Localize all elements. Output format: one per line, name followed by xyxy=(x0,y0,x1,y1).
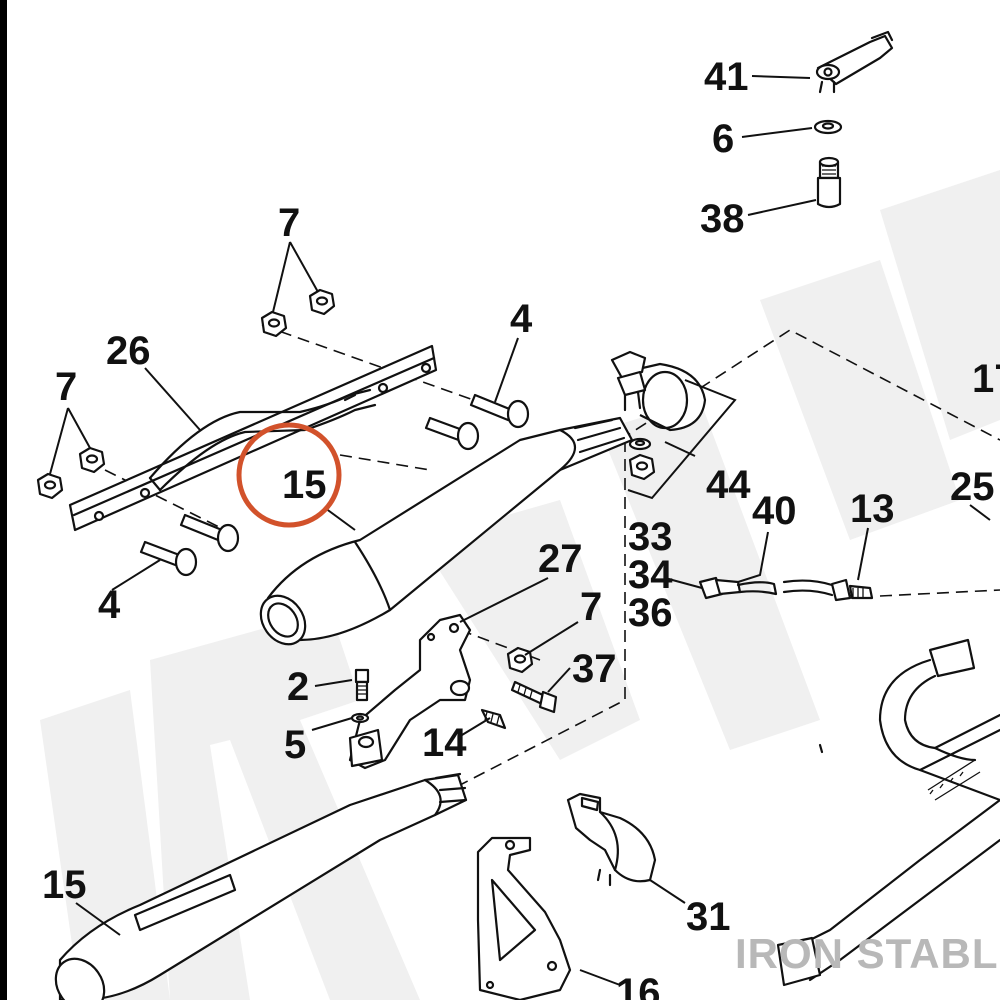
callout-33: 33 xyxy=(628,515,673,559)
part-38-bolt xyxy=(816,156,842,209)
part-4-bolts-left xyxy=(139,513,240,577)
exhaust-header-pipe xyxy=(776,638,1000,987)
callout-numbers: 41 6 38 7 4 26 7 15 4 17 25 44 40 13 33 … xyxy=(42,55,1000,1000)
callout-44: 44 xyxy=(706,463,751,507)
part-27-bracket xyxy=(348,613,472,770)
callout-15: 15 xyxy=(42,863,87,907)
callout-6: 6 xyxy=(712,117,734,161)
callout-4: 4 xyxy=(98,583,121,627)
part-14-stud xyxy=(480,708,507,730)
left-border xyxy=(0,0,7,1000)
background-watermark xyxy=(40,170,1000,1000)
callout-41: 41 xyxy=(704,55,749,99)
callout-15: 15 xyxy=(282,463,327,507)
part-40-sensor-harness xyxy=(698,576,874,602)
part-15-muffler-lower xyxy=(54,772,468,1000)
callout-13: 13 xyxy=(850,487,895,531)
callout-14: 14 xyxy=(422,721,467,765)
leader-lines xyxy=(49,75,991,986)
leader-44-bracket xyxy=(627,379,737,500)
callout-27: 27 xyxy=(538,537,583,581)
callout-4: 4 xyxy=(510,297,533,341)
part-5-washer xyxy=(350,712,370,724)
callout-26: 26 xyxy=(106,329,151,373)
part-7-nuts-left xyxy=(36,446,106,500)
callout-40: 40 xyxy=(752,489,797,533)
part-31-clamp xyxy=(566,792,657,887)
callout-38: 38 xyxy=(700,197,745,241)
callout-7: 7 xyxy=(55,365,77,409)
part-44-clamp xyxy=(610,350,707,432)
callout-7: 7 xyxy=(278,201,300,245)
part-2-bolt xyxy=(354,668,370,702)
part-44-washer-nut xyxy=(628,437,656,481)
callout-7: 7 xyxy=(580,585,602,629)
part-41-bracket xyxy=(815,30,894,94)
highlight-circle xyxy=(236,422,342,528)
part-15-muffler-upper xyxy=(259,416,634,646)
part-4-bolts-right xyxy=(424,393,530,451)
callout-34: 34 xyxy=(628,553,673,597)
callout-17: 17 xyxy=(972,357,1000,401)
part-6-washer xyxy=(813,119,843,135)
callout-31: 31 xyxy=(686,895,731,939)
part-37-bolt xyxy=(510,680,558,714)
callout-37: 37 xyxy=(572,647,617,691)
callout-16: 16 xyxy=(616,971,661,1000)
callout-5: 5 xyxy=(284,723,306,767)
part-7-nuts-top xyxy=(260,288,336,338)
callout-2: 2 xyxy=(287,665,309,709)
callout-36: 36 xyxy=(628,591,673,635)
watermark-text: IRON STABLE xyxy=(735,930,1000,977)
part-16-bracket xyxy=(476,836,572,1000)
callout-25: 25 xyxy=(950,465,995,509)
